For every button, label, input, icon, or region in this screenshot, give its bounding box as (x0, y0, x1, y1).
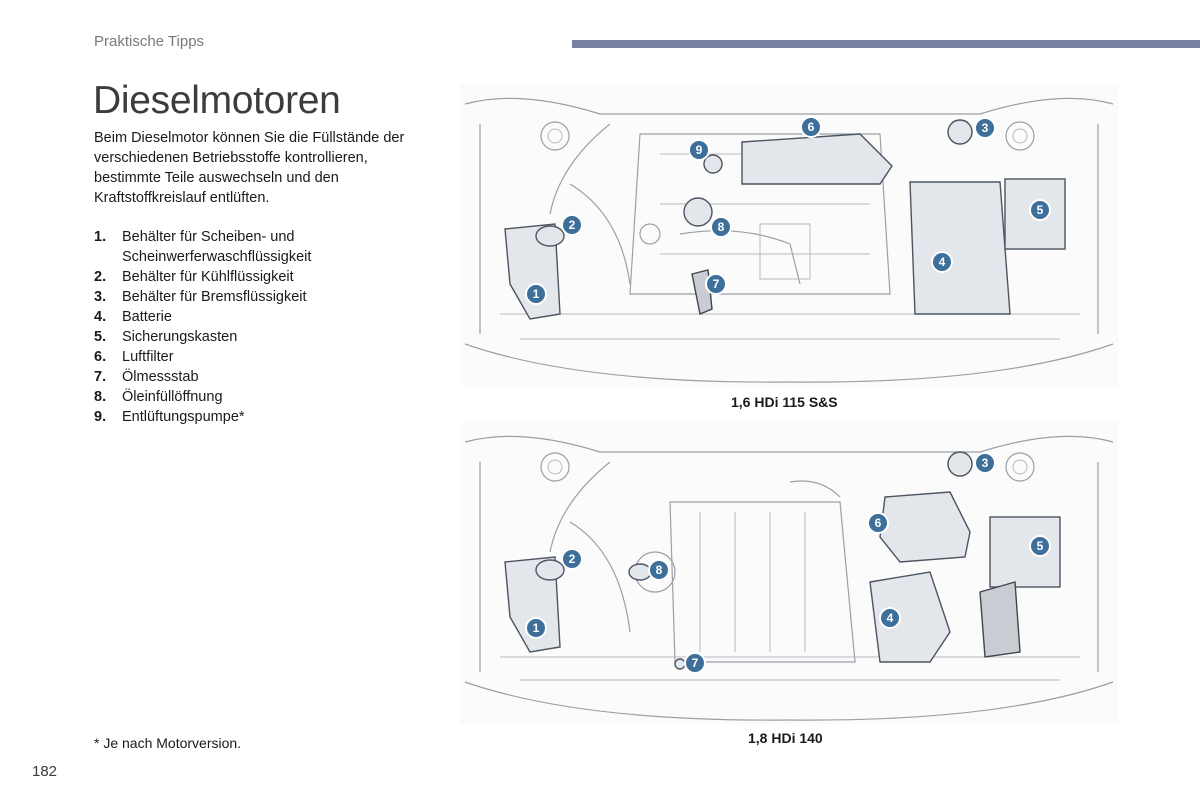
figure-caption-2: 1,8 HDi 140 (748, 730, 823, 746)
footnote: * Je nach Motorversion. (94, 735, 242, 751)
marker-3: 3 (974, 117, 996, 139)
engine-bay-illustration: 1 2 3 4 5 6 7 8 (464, 435, 1114, 721)
list-item: 5.Sicherungskasten (94, 329, 238, 345)
list-item: 3.Behälter für Bremsflüssigkeit (94, 289, 307, 305)
marker-8: 8 (648, 559, 670, 581)
list-item: 8.Öleinfüllöffnung (94, 389, 223, 405)
marker-5: 5 (1029, 535, 1051, 557)
marker-2: 2 (561, 214, 583, 236)
svg-text:7: 7 (713, 277, 720, 291)
marker-4: 4 (931, 251, 953, 273)
marker-9: 9 (688, 139, 710, 161)
svg-text:8: 8 (656, 563, 663, 577)
marker-1: 1 (525, 617, 547, 639)
engine-bay-illustration: 1 2 3 4 5 6 7 8 9 (464, 97, 1114, 383)
list-item: 9.Entlüftungspumpe* (94, 409, 245, 425)
marker-8: 8 (710, 216, 732, 238)
svg-text:7: 7 (692, 656, 699, 670)
marker-5: 5 (1029, 199, 1051, 221)
svg-text:1: 1 (533, 287, 540, 301)
svg-text:5: 5 (1037, 203, 1044, 217)
marker-6: 6 (800, 116, 822, 138)
header-accent-bar (572, 40, 1200, 48)
intro-paragraph: Beim Dieselmotor können Sie die Füllstän… (94, 130, 405, 206)
figure-caption-1: 1,6 HDi 115 S&S (731, 394, 838, 410)
page-number: 182 (32, 763, 58, 780)
svg-text:8: 8 (718, 220, 725, 234)
svg-text:9: 9 (696, 143, 703, 157)
svg-text:3: 3 (982, 121, 989, 135)
marker-7: 7 (705, 273, 727, 295)
marker-2: 2 (561, 548, 583, 570)
svg-text:2: 2 (569, 552, 576, 566)
svg-text:4: 4 (939, 255, 946, 269)
marker-6: 6 (867, 512, 889, 534)
svg-text:1: 1 (533, 621, 540, 635)
svg-text:4: 4 (887, 611, 894, 625)
svg-text:2: 2 (569, 218, 576, 232)
list-item: 6.Luftfilter (94, 349, 174, 365)
page-title: Dieselmotoren (93, 79, 341, 122)
svg-text:5: 5 (1037, 539, 1044, 553)
marker-1: 1 (525, 283, 547, 305)
list-item: 1.Behälter für Scheiben- und Scheinwerfe… (94, 229, 312, 265)
marker-3: 3 (974, 452, 996, 474)
svg-text:6: 6 (808, 120, 815, 134)
list-item: 2.Behälter für Kühlflüssigkeit (94, 269, 294, 285)
svg-text:6: 6 (875, 516, 882, 530)
parts-list: 1.Behälter für Scheiben- und Scheinwerfe… (94, 227, 414, 427)
marker-7: 7 (684, 652, 706, 674)
list-item: 4.Batterie (94, 309, 172, 325)
engine-diagram-1-6-hdi: 1 2 3 4 5 6 7 8 9 (460, 84, 1118, 386)
svg-text:3: 3 (982, 456, 989, 470)
marker-4: 4 (879, 607, 901, 629)
engine-diagram-1-8-hdi: 1 2 3 4 5 6 7 8 (460, 422, 1118, 724)
section-label: Praktische Tipps (94, 33, 205, 50)
list-item: 7.Ölmessstab (94, 369, 199, 385)
